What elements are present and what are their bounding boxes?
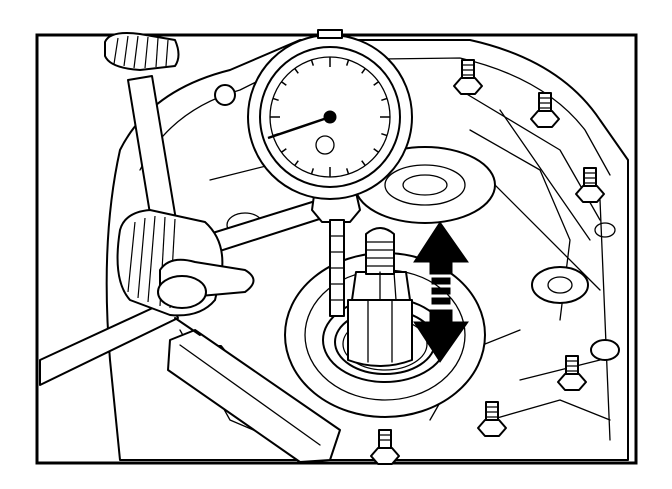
double-headed-arrow: [413, 221, 469, 363]
dial-tick: [373, 81, 379, 86]
dial-tick: [345, 168, 350, 175]
dial-tick: [381, 132, 388, 137]
dial-tick: [310, 59, 315, 66]
dial-ticks: [270, 57, 390, 177]
dial-tick: [281, 148, 287, 153]
bolt: [530, 92, 560, 128]
bolt: [370, 429, 400, 465]
bolt: [557, 355, 587, 391]
stand-clamp: [116, 209, 255, 336]
dial-tick: [281, 81, 287, 86]
bolt: [575, 167, 605, 203]
dial-tick: [373, 148, 379, 153]
dial-tick: [345, 59, 350, 66]
dial-tick: [361, 160, 366, 166]
dial-tick: [272, 97, 279, 102]
bolt: [477, 401, 507, 437]
magnetic-stand-arm: [39, 32, 333, 386]
bolt: [453, 59, 483, 95]
dial-needle: [267, 115, 331, 140]
stand-base-plate: [167, 329, 341, 463]
dial-tick: [294, 68, 299, 74]
dial-tick: [361, 68, 366, 74]
dial-tick: [310, 168, 315, 175]
threaded-pin-adapter: [347, 227, 413, 367]
extension-rod: [329, 219, 345, 317]
dial-tick: [294, 160, 299, 166]
dial-tick: [381, 97, 388, 102]
dial-indicator-gauge: [247, 29, 413, 223]
